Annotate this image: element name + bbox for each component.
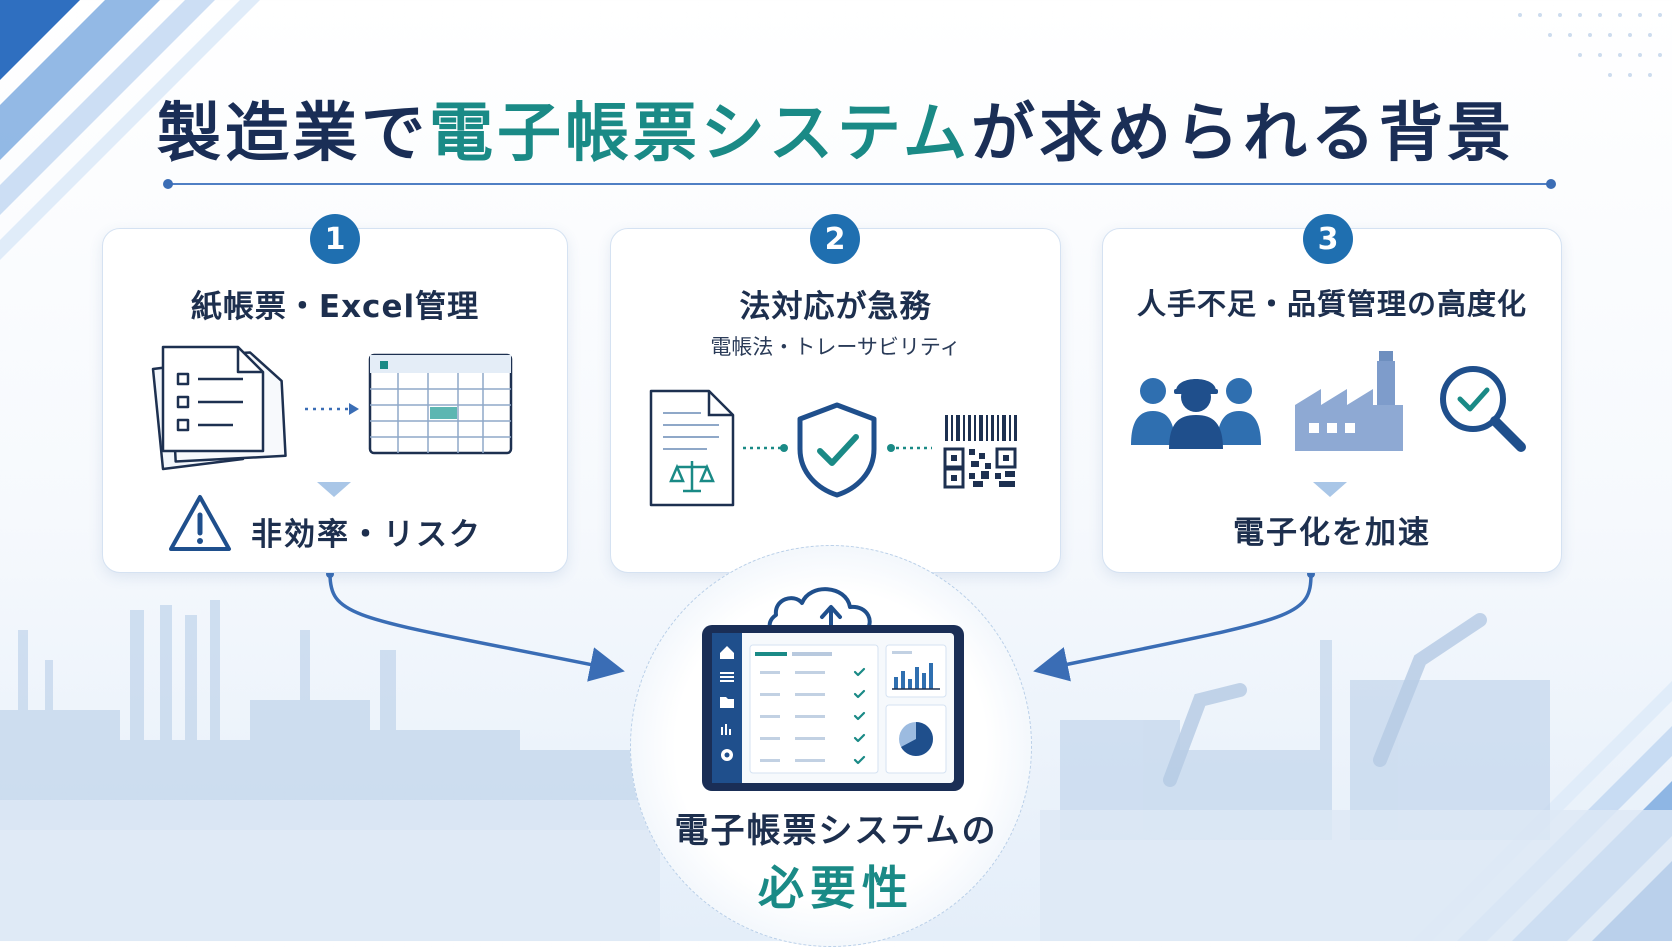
legal-document-icon — [649, 389, 735, 507]
card-title: 人手不足・品質管理の高度化 — [1136, 287, 1527, 321]
title-suffix: が求められる背景 — [971, 97, 1516, 171]
down-triangle-icon — [1313, 482, 1347, 497]
tablet-dashboard-icon — [702, 587, 964, 791]
arrow-card1-to-center — [328, 573, 625, 682]
step-badge-2: 2 — [810, 214, 860, 264]
dotted-connector-icon — [887, 444, 932, 452]
card-paper-excel: 紙帳票・Excel管理 非効率・リスク — [102, 228, 568, 573]
dotted-arrow-icon — [305, 403, 359, 415]
shield-check-icon — [797, 402, 877, 498]
card-legal-compliance: 法対応が急務 電帳法・トレーサビリティ — [610, 228, 1061, 573]
title-highlight: 電子帳票システム — [428, 97, 972, 171]
card-title: 法対応が急務 — [739, 289, 932, 325]
card-subtitle: 電帳法・トレーサビリティ — [710, 335, 961, 359]
spreadsheet-icon — [368, 353, 513, 455]
arrow-card3-to-center — [1033, 573, 1313, 682]
divider-dot-left — [163, 179, 173, 189]
warning-icon — [169, 495, 231, 551]
title-divider — [168, 183, 1551, 185]
factory-icon — [1295, 351, 1403, 451]
down-triangle-icon — [317, 482, 351, 497]
workers-icon — [1131, 378, 1261, 449]
card-title: 紙帳票・Excel管理 — [190, 289, 480, 325]
paper-documents-icon — [151, 345, 287, 471]
dot-pattern-top-right — [1518, 13, 1662, 77]
corner-stripes-top-left — [0, 0, 260, 260]
card-result: 電子化を加速 — [1233, 515, 1431, 551]
card-result: 非効率・リスク — [251, 517, 482, 553]
center-emphasis: 必要性 — [758, 861, 914, 915]
barcode-qr-icon — [943, 415, 1017, 489]
step-badge-3: 3 — [1303, 214, 1353, 264]
divider-dot-right — [1546, 179, 1556, 189]
card-labor-quality: 人手不足・品質管理の高度化 電子化を加速 — [1102, 228, 1562, 573]
factory-skyline-left — [0, 600, 660, 941]
magnifier-check-icon — [1440, 366, 1526, 452]
step-badge-1: 1 — [310, 214, 360, 264]
title-prefix: 製造業で — [156, 97, 429, 171]
center-heading: 電子帳票システムの — [674, 811, 998, 851]
page-title: 製造業で電子帳票システムが求められる背景 — [0, 82, 1672, 174]
dotted-connector-icon — [743, 444, 788, 452]
factory-robot-arms-right — [1040, 613, 1672, 941]
